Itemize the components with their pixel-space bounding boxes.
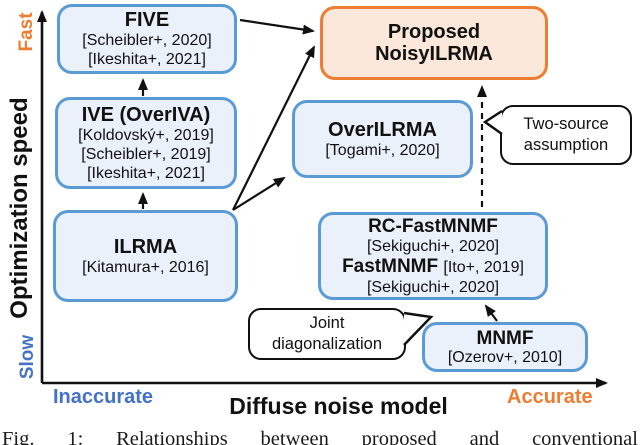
callout-joint-diag-line2: diagonalization bbox=[271, 335, 383, 353]
node-ive-overiva: IVE (OverIVA) [Koldovský+, 2019] [Scheib… bbox=[55, 97, 237, 189]
node-rc-fastmnmf-ref: [Sekiguchi+, 2020] bbox=[366, 237, 500, 255]
y-axis-bottom-label: Slow bbox=[17, 334, 38, 380]
node-ive-ref: [Koldovský+, 2019] bbox=[78, 126, 214, 144]
callout-joint-diag-line1: Joint bbox=[309, 314, 345, 332]
arrow-five-to-proposed bbox=[239, 18, 315, 35]
node-proposed-noisyilrma: Proposed NoisyILRMA bbox=[320, 6, 548, 80]
x-axis-right-label: Accurate bbox=[507, 386, 593, 408]
node-ilrma-ref: [Kitamura+, 2016] bbox=[82, 258, 209, 276]
node-proposed-title-line2: NoisyILRMA bbox=[375, 43, 493, 65]
x-axis-label: Diffuse noise model bbox=[229, 393, 448, 419]
node-five-ref: [Scheibler+, 2020] bbox=[82, 32, 212, 49]
node-mnmf: MNMF [Ozerov+, 2010] bbox=[422, 322, 588, 372]
callout-two-source-assumption: Two-source assumption bbox=[500, 105, 632, 165]
node-ilrma-title: ILRMA bbox=[113, 235, 178, 258]
y-axis-label: Optimization speed bbox=[6, 97, 33, 319]
x-axis-left-label: Inaccurate bbox=[53, 386, 154, 408]
node-proposed-title-line1: Proposed bbox=[387, 21, 481, 43]
y-axis-top-label: Fast bbox=[16, 12, 37, 52]
node-mnmf-ref: [Ozerov+, 2010] bbox=[447, 348, 563, 366]
node-ive-title: IVE (OverIVA) bbox=[81, 103, 211, 126]
node-rc-fastmnmf: RC-FastMNMF [Sekiguchi+, 2020] FastMNMF … bbox=[318, 212, 548, 300]
node-fastmnmf-title: FastMNMF bbox=[342, 255, 439, 277]
node-five: FIVE [Scheibler+, 2020] [Ikeshita+, 2021… bbox=[57, 4, 237, 74]
node-rc-fastmnmf-title: RC-FastMNMF bbox=[368, 215, 498, 237]
arrow-mnmf-to-rc-fastmnmf bbox=[484, 304, 498, 322]
callout-two-source-line1: Two-source bbox=[523, 115, 609, 133]
node-five-title: FIVE bbox=[124, 9, 170, 31]
node-ive-ref: [Scheibler+, 2019] bbox=[81, 145, 211, 163]
node-ive-ref: [Ikeshita+, 2021] bbox=[87, 164, 205, 182]
node-five-ref: [Ikeshita+, 2021] bbox=[88, 51, 206, 68]
node-overilrma-title: OverILRMA bbox=[328, 118, 437, 141]
node-fastmnmf-line: FastMNMF [Ito+, 2019] bbox=[342, 256, 524, 278]
node-fastmnmf-ref: [Ito+, 2019] bbox=[443, 258, 524, 276]
callout-two-source-line2: assumption bbox=[523, 136, 609, 154]
node-ilrma: ILRMA [Kitamura+, 2016] bbox=[53, 210, 238, 302]
node-mnmf-title: MNMF bbox=[476, 327, 534, 349]
node-overilrma: OverILRMA [Togami+, 2020] bbox=[292, 100, 473, 178]
node-overilrma-ref: [Togami+, 2020] bbox=[325, 141, 440, 159]
arrow-ilrma-to-overilrma bbox=[232, 176, 286, 211]
callout-joint-diagonalization: Joint diagonalization bbox=[248, 308, 406, 360]
node-rc-fastmnmf-ref2: [Sekiguchi+, 2020] bbox=[366, 278, 500, 296]
